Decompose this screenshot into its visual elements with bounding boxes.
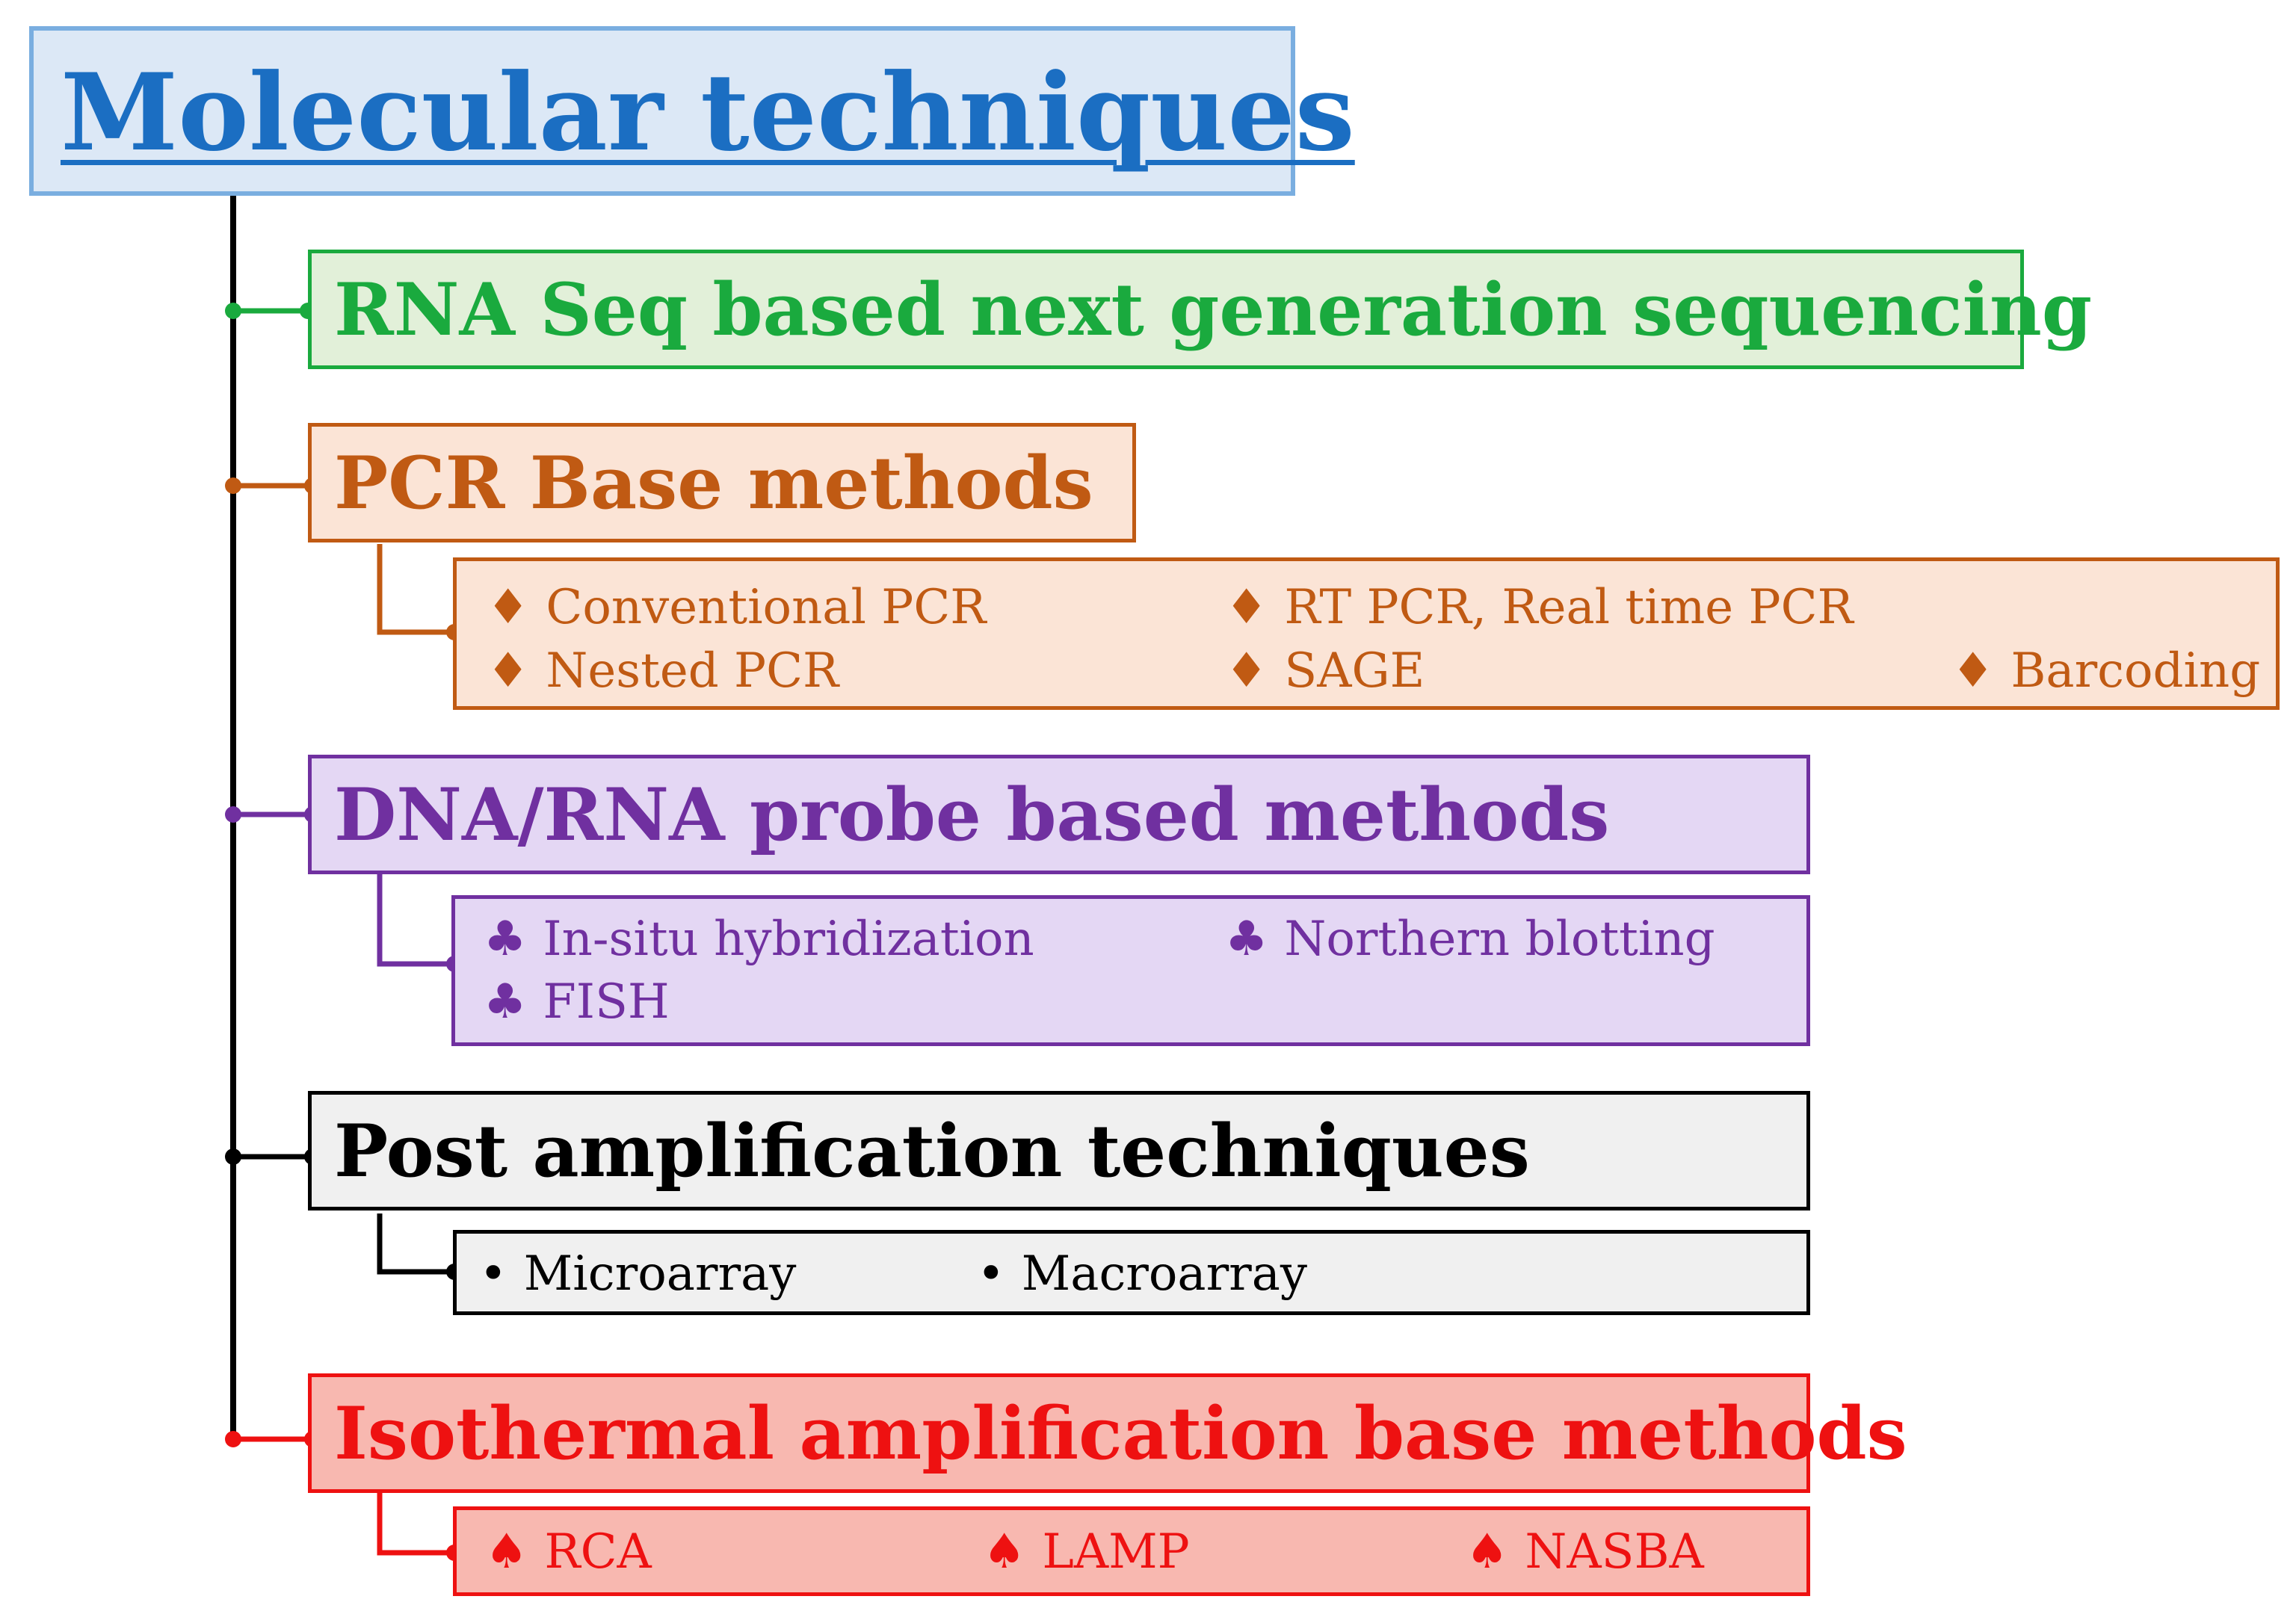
club-icon: ♣ — [484, 974, 527, 1030]
list-item: •Macroarray — [977, 1246, 1308, 1302]
diamond-icon: ♦ — [1225, 643, 1268, 699]
diamond-icon: ♦ — [487, 643, 530, 699]
diamond-icon: ♦ — [1951, 643, 1995, 699]
probe-methods-box: ♣In-situ hybridization ♣Northern blottin… — [451, 895, 1810, 1046]
list-item: ♦SAGE — [1225, 643, 1425, 699]
title-box: Molecular techniques — [29, 26, 1355, 196]
list-item: ♠RCA — [485, 1524, 652, 1580]
list-item: •Microarray — [479, 1246, 797, 1302]
pcr-methods-box: ♦Conventional PCR ♦RT PCR, Real time PCR… — [453, 557, 2280, 710]
category-probe: DNA/RNA probe based methods — [308, 755, 1810, 874]
bullet-dot-icon: • — [977, 1246, 1005, 1302]
category-iso-label: Isothermal amplification base methods — [334, 1391, 1907, 1476]
spade-icon: ♠ — [983, 1524, 1026, 1580]
iso-methods-box: ♠RCA ♠LAMP ♠NASBA — [453, 1506, 1810, 1596]
post-methods-box: •Microarray •Macroarray — [453, 1230, 1810, 1315]
list-item: ♣Northern blotting — [1225, 912, 1715, 967]
category-post: Post amplification techniques — [308, 1091, 1810, 1210]
diamond-icon: ♦ — [487, 580, 530, 635]
category-pcr: PCR Base methods — [308, 423, 1136, 542]
list-item: ♣In-situ hybridization — [484, 912, 1034, 967]
category-rnaseq-label: RNA Seq based next generation sequencing — [334, 267, 2092, 352]
category-rnaseq: RNA Seq based next generation sequencing — [308, 250, 2092, 369]
spade-icon: ♠ — [485, 1524, 528, 1580]
category-post-label: Post amplification techniques — [334, 1108, 1530, 1193]
category-iso: Isothermal amplification base methods — [308, 1373, 1907, 1493]
list-item: ♣FISH — [484, 974, 670, 1030]
list-item: ♦Barcoding — [1951, 643, 2261, 699]
list-item: ♠NASBA — [1466, 1524, 1704, 1580]
list-item: ♦RT PCR, Real time PCR — [1225, 580, 1854, 635]
category-probe-label: DNA/RNA probe based methods — [334, 772, 1610, 857]
diagram-title: Molecular techniques — [61, 51, 1355, 175]
club-icon: ♣ — [1225, 912, 1268, 967]
bullet-dot-icon: • — [479, 1246, 507, 1302]
spade-icon: ♠ — [1466, 1524, 1509, 1580]
category-pcr-label: PCR Base methods — [334, 440, 1093, 525]
list-item: ♦Conventional PCR — [487, 580, 987, 635]
diamond-icon: ♦ — [1225, 580, 1268, 635]
club-icon: ♣ — [484, 912, 527, 967]
list-item: ♦Nested PCR — [487, 643, 839, 699]
list-item: ♠LAMP — [983, 1524, 1190, 1580]
